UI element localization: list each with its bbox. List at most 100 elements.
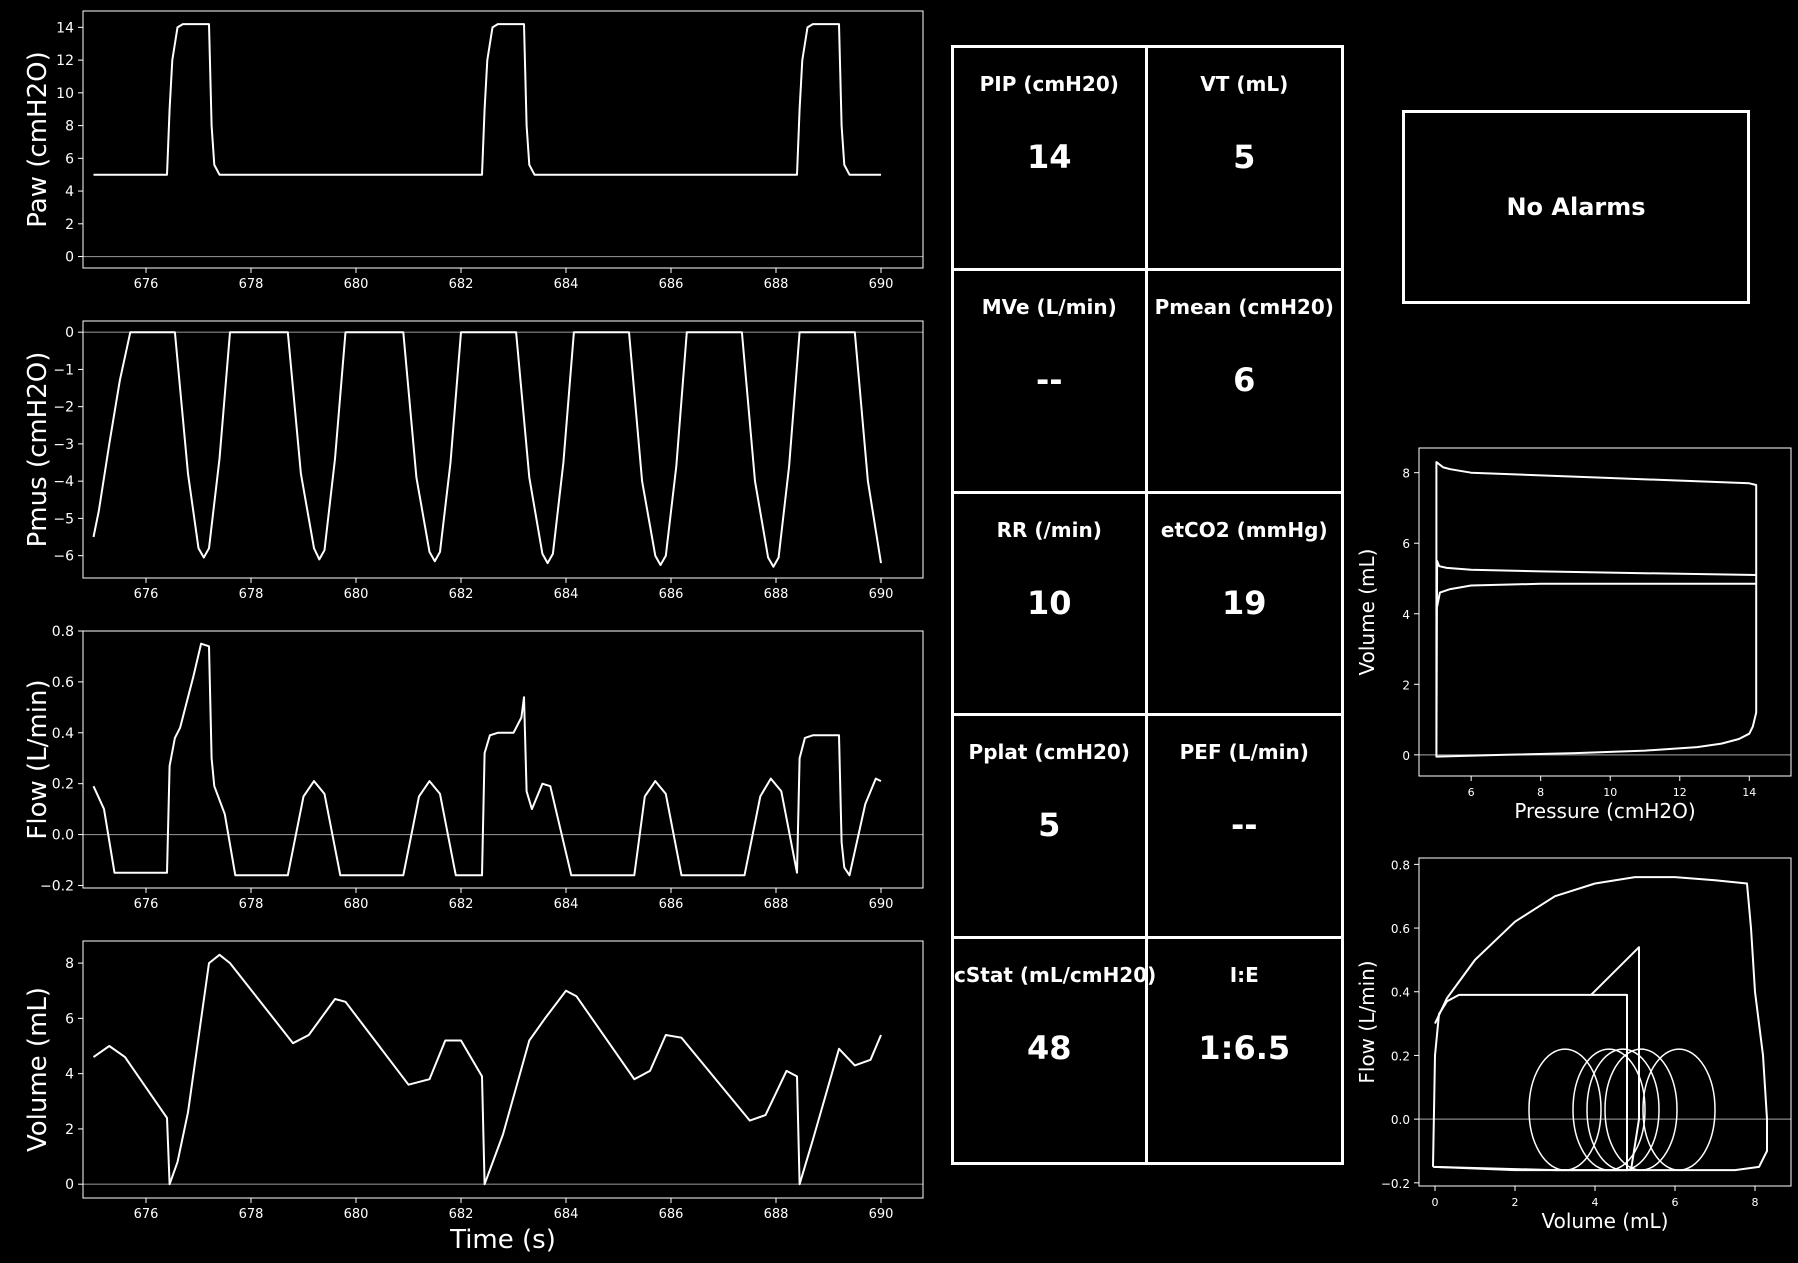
metrics-panel: PIP (cmH20)14 VT (mL)5 MVe (L/min)-- Pme… — [951, 45, 1344, 1165]
metric-label: etCO2 (mmHg) — [1160, 517, 1328, 542]
y-axis-label: Pmus (cmH2O) — [23, 352, 53, 548]
x-tick-label: 682 — [449, 277, 474, 292]
y-tick-label: −3 — [53, 437, 74, 453]
x-tick-label: 682 — [449, 587, 474, 602]
x-tick-label: 686 — [659, 277, 684, 292]
x-tick-label: 680 — [344, 1207, 369, 1222]
x-axis-label: Pressure (cmH2O) — [1514, 799, 1695, 823]
x-tick-label: 678 — [239, 587, 264, 602]
series-line-0 — [92, 331, 882, 568]
metric-value: 10 — [1026, 583, 1072, 622]
y-tick-label: 2 — [1402, 678, 1410, 692]
x-tick-label: 684 — [554, 277, 579, 292]
y-tick-label: 12 — [56, 53, 74, 69]
x-axis-label: Volume (mL) — [1542, 1209, 1669, 1233]
x-tick-label: 676 — [134, 277, 159, 292]
x-tick-label: 676 — [134, 897, 159, 912]
metric-label: Pmean (cmH20) — [1154, 294, 1334, 319]
x-tick-label: 688 — [764, 1207, 789, 1222]
x-tick-label: 682 — [449, 897, 474, 912]
metric-cstat: cStat (mL/cmH20) 48 — [954, 939, 1157, 1162]
y-tick-label: 8 — [65, 119, 74, 135]
x-tick-label: 686 — [659, 587, 684, 602]
metric-pip: PIP (cmH20)14 — [954, 48, 1148, 271]
x-tick-label: 676 — [134, 587, 159, 602]
x-axis-label: Time (s) — [449, 1225, 556, 1255]
series-line-1 — [1434, 876, 1768, 1172]
metric-pef: PEF (L/min)-- — [1147, 716, 1341, 940]
x-tick-label: 684 — [554, 1207, 579, 1222]
y-tick-label: −4 — [53, 474, 74, 490]
x-tick-label: 680 — [344, 897, 369, 912]
metric-value: 19 — [1221, 583, 1267, 622]
y-tick-label: 0.0 — [52, 828, 74, 844]
y-axis-label: Volume (mL) — [23, 987, 53, 1152]
breath-loop-4 — [1642, 1048, 1716, 1171]
y-tick-label: 8 — [65, 956, 74, 972]
series-line-0 — [92, 953, 882, 1186]
metric-value: 5 — [1038, 806, 1061, 845]
y-tick-label: 6 — [65, 1011, 74, 1027]
y-tick-label: 4 — [65, 1067, 74, 1083]
x-tick-label: 10 — [1603, 786, 1617, 799]
plot-frame — [82, 630, 924, 889]
x-tick-label: 684 — [554, 587, 579, 602]
plot-frame — [1418, 447, 1792, 777]
metric-value: 1:6.5 — [1198, 1029, 1291, 1068]
metric-rr: RR (/min)10 — [954, 493, 1148, 717]
metric-pmean: Pmean (cmH20) 6 — [1147, 271, 1341, 494]
plot-frame — [82, 940, 924, 1199]
series-line-1 — [1436, 582, 1757, 607]
y-tick-label: 4 — [65, 184, 74, 200]
x-tick-label: 690 — [869, 277, 894, 292]
x-tick-label: 678 — [239, 897, 264, 912]
metric-value: -- — [1230, 806, 1258, 845]
breath-loop-1 — [1572, 1048, 1646, 1171]
y-tick-label: 0.2 — [1391, 1049, 1410, 1063]
y-axis-label: Volume (mL) — [1355, 549, 1379, 676]
metric-value: 48 — [1026, 1029, 1072, 1068]
plot-frame — [1418, 857, 1792, 1187]
y-tick-label: 0.4 — [52, 726, 74, 742]
metric-etco2: etCO2 (mmHg) 19 — [1147, 494, 1341, 717]
y-tick-label: 0.2 — [52, 777, 74, 793]
x-tick-label: 690 — [869, 897, 894, 912]
metric-mve: MVe (L/min)-- — [954, 270, 1148, 494]
metric-value: 6 — [1233, 360, 1256, 399]
y-tick-label: −5 — [53, 511, 74, 527]
y-tick-label: 6 — [1402, 537, 1410, 551]
y-tick-label: 6 — [65, 151, 74, 167]
x-tick-label: 676 — [134, 1207, 159, 1222]
metric-label: cStat (mL/cmH20) — [954, 963, 1157, 988]
y-tick-label: 8 — [1402, 467, 1410, 481]
x-tick-label: 680 — [344, 587, 369, 602]
y-axis-label: Flow (L/min) — [23, 679, 53, 839]
y-tick-label: 0.6 — [1391, 922, 1410, 936]
y-tick-label: −0.2 — [40, 878, 74, 894]
metric-pplat: Pplat (cmH20) 5 — [954, 716, 1148, 940]
x-tick-label: 678 — [239, 1207, 264, 1222]
series-line-2 — [1590, 946, 1640, 1171]
x-tick-label: 682 — [449, 1207, 474, 1222]
series-line-0 — [93, 23, 881, 176]
series-line-0 — [1435, 461, 1758, 758]
plot-frame — [82, 320, 924, 579]
breath-loop-3 — [1604, 1048, 1678, 1171]
y-tick-label: −6 — [53, 549, 74, 565]
x-tick-label: 6 — [1468, 786, 1475, 799]
y-tick-label: 0.8 — [1391, 858, 1410, 872]
x-tick-label: 4 — [1592, 1196, 1599, 1209]
x-tick-label: 686 — [659, 1207, 684, 1222]
alarm-box: No Alarms — [1402, 110, 1750, 304]
y-tick-label: 0 — [65, 325, 74, 341]
x-tick-label: 0 — [1432, 1196, 1439, 1209]
breath-loop-2 — [1586, 1048, 1660, 1171]
x-tick-label: 688 — [764, 277, 789, 292]
metric-label: Pplat (cmH20) — [968, 740, 1130, 765]
